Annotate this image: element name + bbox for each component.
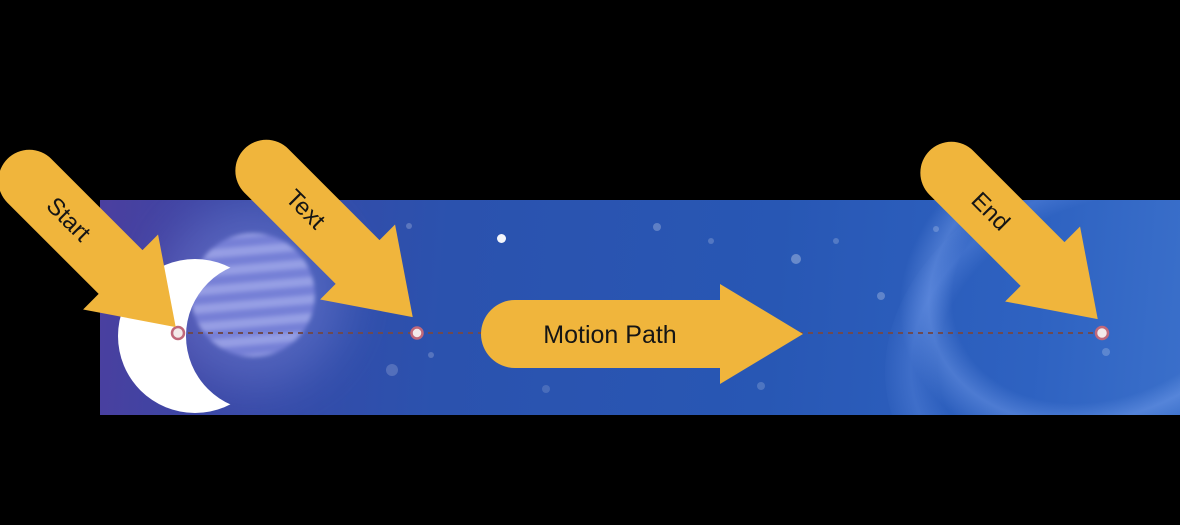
star-dot	[791, 254, 801, 264]
star-dot	[406, 223, 412, 229]
star-dot	[542, 385, 550, 393]
end-annotation-arrow: End	[920, 141, 1098, 320]
star-dot	[933, 226, 939, 232]
star-dot	[757, 382, 765, 390]
motion-path-arrow-label: Motion Path	[543, 321, 676, 349]
arrow-shape	[235, 139, 413, 318]
star-dot	[386, 364, 398, 376]
start-annotation-arrow: Start	[0, 149, 176, 328]
star-dot	[708, 238, 714, 244]
motion-path-end-handle[interactable]	[1094, 325, 1110, 341]
motion-path-start-handle[interactable]	[170, 325, 186, 341]
star-dot	[653, 223, 661, 231]
arrow-shape	[0, 149, 176, 328]
star-dot	[833, 238, 839, 244]
motion-path-mid-handle[interactable]	[410, 326, 424, 340]
star-dot	[497, 234, 506, 243]
star-dot	[428, 352, 434, 358]
arrow-shape	[920, 141, 1098, 320]
star-dot	[1102, 348, 1110, 356]
text-annotation-arrow: Text	[235, 139, 413, 318]
star-dot	[877, 292, 885, 300]
motion-path-annotation-arrow: Motion Path	[481, 284, 803, 384]
arrow-shape	[481, 284, 803, 384]
